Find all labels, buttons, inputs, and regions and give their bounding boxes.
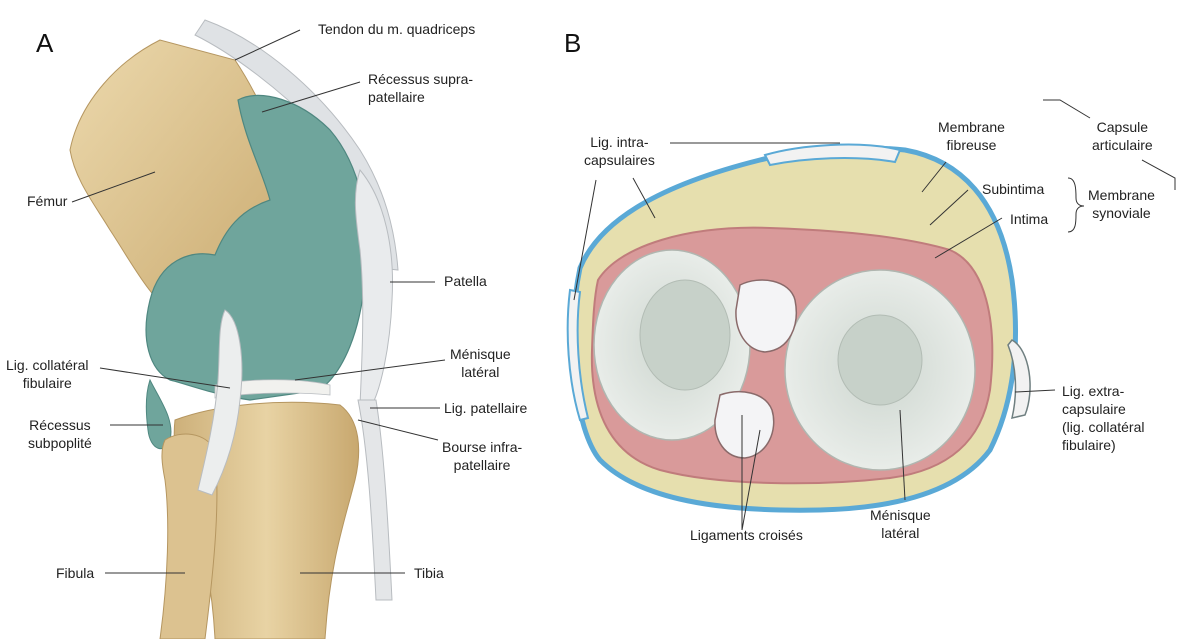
panel-a-knee-sagittal <box>70 20 445 639</box>
panel-b-knee-transverse <box>568 100 1175 530</box>
medial-articular-cartilage <box>640 280 730 390</box>
label-menisque-lateral-b: Ménisque latéral <box>870 506 931 542</box>
label-fibula: Fibula <box>56 564 94 582</box>
label-lig-intracapsulaires: Lig. intra- capsulaires <box>584 133 655 169</box>
label-lig-extracapsulaire: Lig. extra- capsulaire (lig. collatéral … <box>1062 382 1144 454</box>
panel-b-letter: B <box>564 28 581 59</box>
label-tibia: Tibia <box>414 564 444 582</box>
anterior-cruciate-ligament <box>736 280 796 352</box>
label-patella: Patella <box>444 272 487 290</box>
label-tendon-quadriceps: Tendon du m. quadriceps <box>318 20 475 38</box>
label-lig-collateral-fibulaire: Lig. collatéral fibulaire <box>6 356 89 392</box>
label-femur: Fémur <box>27 192 67 210</box>
label-intima: Intima <box>1010 210 1048 228</box>
label-capsule-articulaire: Capsule articulaire <box>1092 118 1153 154</box>
lateral-articular-cartilage <box>838 315 922 405</box>
label-bourse-infra-patellaire: Bourse infra- patellaire <box>442 438 522 474</box>
label-membrane-synoviale: Membrane synoviale <box>1088 186 1155 222</box>
label-recessus-supra-patellaire: Récessus supra- patellaire <box>368 70 473 106</box>
posterior-cruciate-ligament <box>715 392 774 458</box>
label-ligaments-croises: Ligaments croisés <box>690 526 803 544</box>
label-lig-patellaire: Lig. patellaire <box>444 399 527 417</box>
label-subintima: Subintima <box>982 180 1044 198</box>
label-recessus-subpoplite: Récessus subpoplité <box>28 416 92 452</box>
label-membrane-fibreuse: Membrane fibreuse <box>938 118 1005 154</box>
synovial-brace <box>1068 178 1084 232</box>
panel-a-letter: A <box>36 28 53 59</box>
label-menisque-lateral-a: Ménisque latéral <box>450 345 511 381</box>
patellar-ligament <box>358 400 392 600</box>
